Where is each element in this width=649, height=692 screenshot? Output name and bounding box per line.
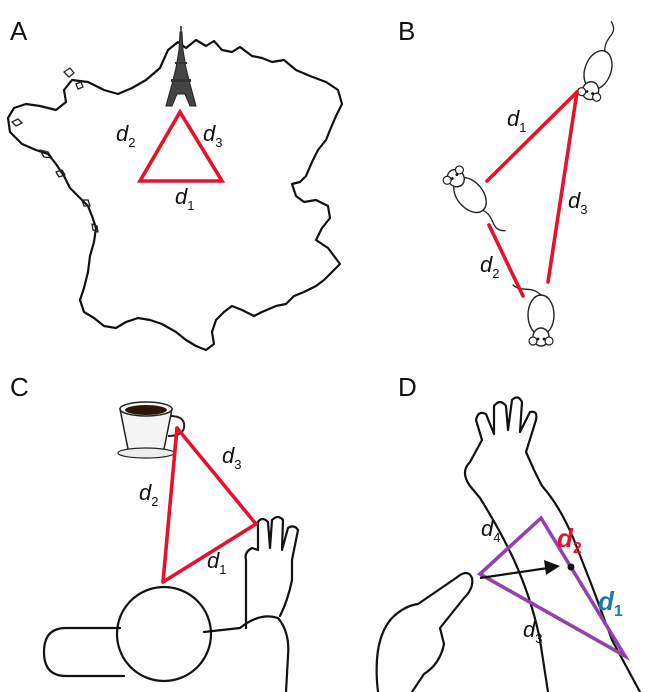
panel-a: A d2 d3 d1	[8, 16, 342, 350]
label-c-d2: d2	[139, 480, 158, 509]
island-shape	[76, 82, 83, 89]
edge-b-d2	[489, 225, 523, 296]
label-b-d3: d3	[568, 188, 587, 217]
island-shape	[56, 170, 65, 177]
label-d-d4: d4	[481, 516, 500, 545]
label-d-d1: d1	[598, 586, 623, 620]
panel-d-letter: D	[398, 372, 417, 402]
label-a-d1: d1	[175, 184, 194, 213]
head-icon	[117, 587, 211, 681]
panel-c-letter: C	[10, 372, 29, 402]
hand-icon	[246, 517, 298, 628]
label-b-d1: d1	[507, 106, 526, 135]
island-shape	[64, 68, 74, 77]
arrow-head-icon	[544, 560, 560, 575]
pointing-hand-icon	[377, 573, 473, 692]
island-shape	[12, 119, 22, 126]
label-d-d3: d3	[523, 617, 542, 646]
mouse-icon	[440, 163, 512, 242]
label-c-d1: d1	[207, 548, 226, 577]
panel-a-letter: A	[10, 16, 28, 46]
edge-b-d1	[487, 92, 577, 181]
label-a-d2: d2	[116, 121, 135, 150]
label-c-d3: d3	[222, 443, 241, 472]
mouse-icon	[513, 285, 554, 346]
panel-b-letter: B	[398, 16, 415, 46]
panel-c: C d3 d2 d1	[10, 372, 298, 692]
pointing-arrow	[480, 568, 548, 578]
panel-d: D d4 d2 d1 d3	[377, 372, 640, 692]
touch-point	[568, 564, 575, 571]
eiffel-tower-icon	[166, 26, 196, 106]
mouse-icon	[575, 19, 627, 104]
panel-b: B	[398, 16, 627, 346]
edge-b-d3	[548, 92, 577, 282]
edge-c-d3	[177, 428, 256, 524]
label-b-d2: d2	[480, 252, 499, 281]
label-d-d2: d2	[557, 523, 582, 557]
label-a-d3: d3	[203, 121, 222, 150]
